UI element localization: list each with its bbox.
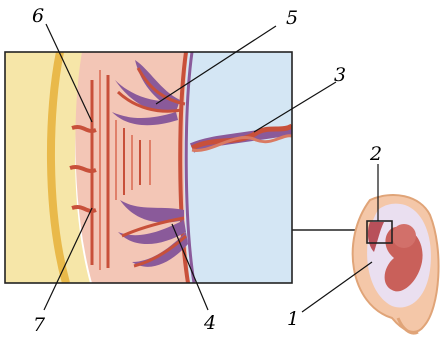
uterus-illustration xyxy=(353,195,439,333)
label-3: 3 xyxy=(334,66,346,85)
label-5: 5 xyxy=(286,9,298,28)
label-7: 7 xyxy=(33,316,45,335)
label-2: 2 xyxy=(370,145,382,164)
label-4: 4 xyxy=(204,314,216,333)
enlarged-inset xyxy=(5,52,292,283)
amniotic-fluid-region xyxy=(180,52,292,283)
label-6: 6 xyxy=(32,7,44,26)
label-1: 1 xyxy=(287,310,299,329)
